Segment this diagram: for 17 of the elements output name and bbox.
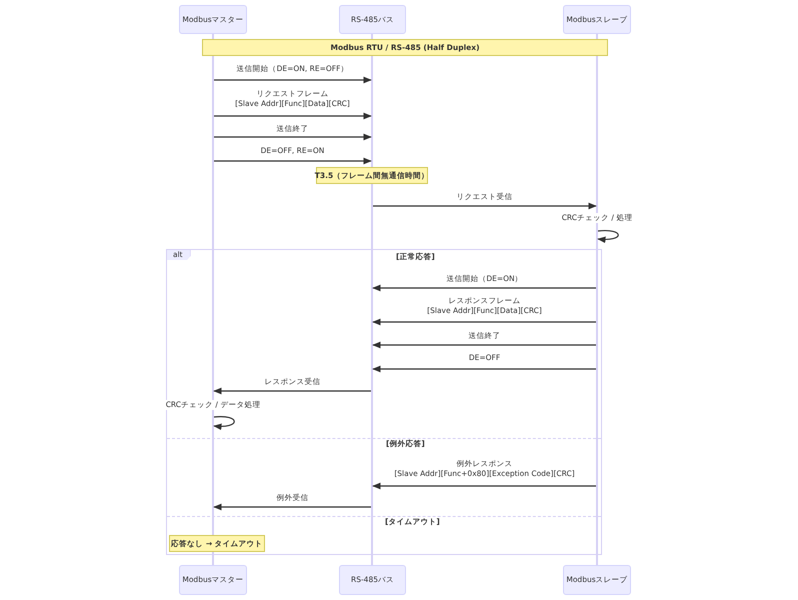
lifeline	[371, 34, 373, 565]
message-arrow	[372, 366, 596, 372]
message-arrow	[373, 202, 597, 210]
message-arrow	[372, 284, 596, 292]
lifeline	[596, 34, 598, 565]
self-message-arrow	[213, 416, 235, 430]
message-arrow	[214, 76, 372, 84]
message-arrow	[213, 388, 371, 394]
message-arrow	[214, 158, 372, 164]
message-arrow	[372, 318, 596, 326]
message-arrow	[213, 504, 371, 510]
message-arrow	[372, 342, 596, 348]
self-message-arrow	[597, 230, 619, 243]
message-arrow	[214, 112, 372, 120]
lifeline	[212, 34, 214, 565]
message-arrow	[372, 482, 596, 490]
message-arrow	[214, 134, 372, 140]
